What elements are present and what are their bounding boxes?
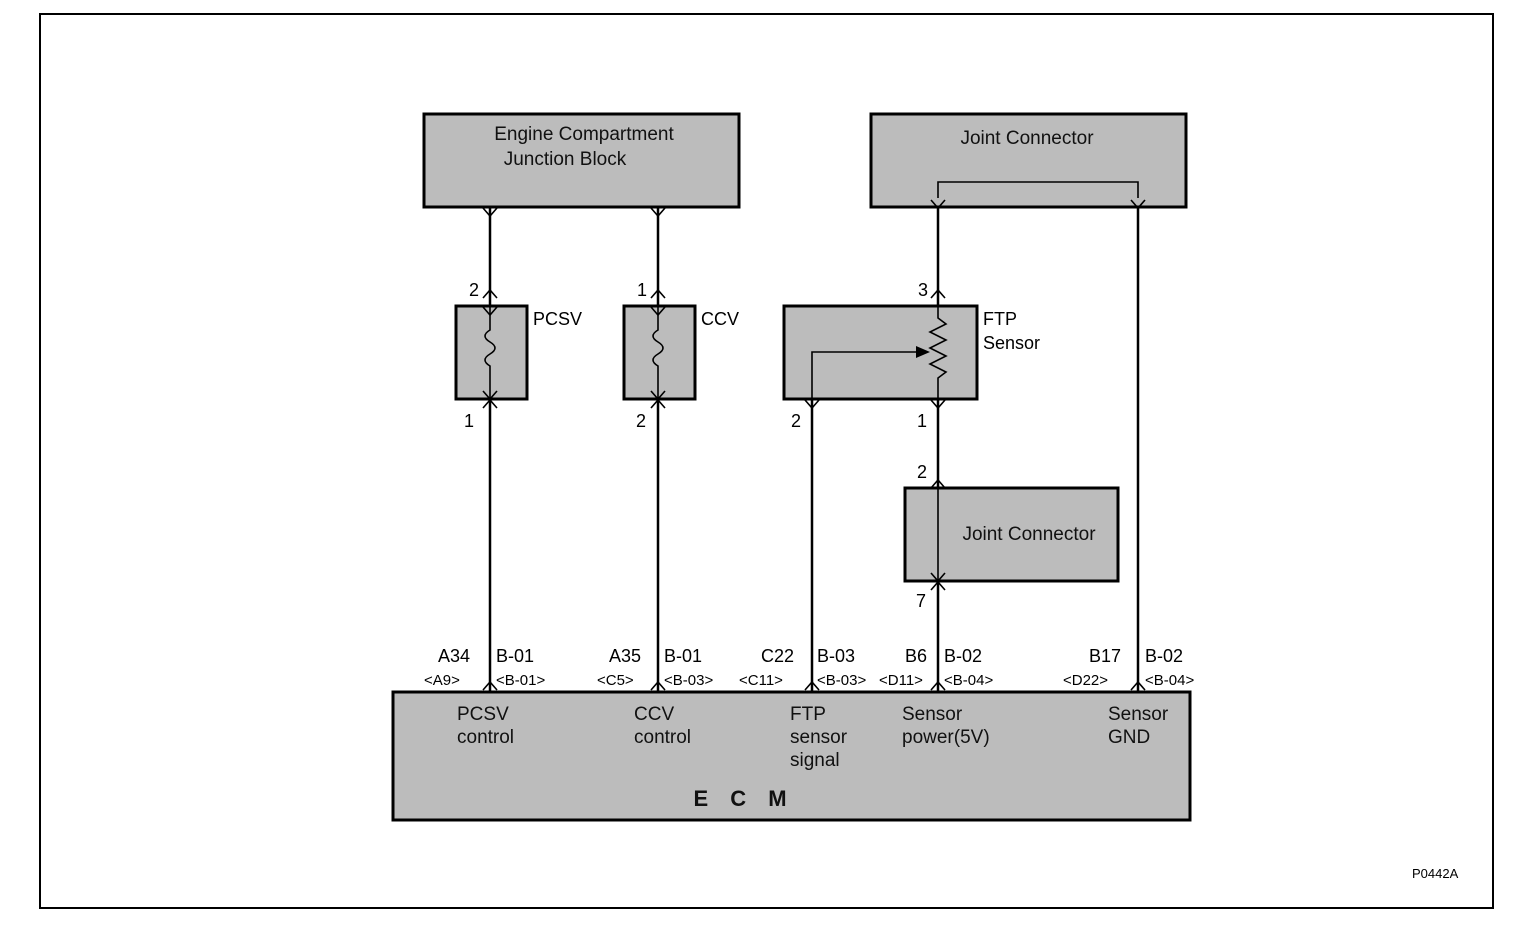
pcsv-coil-icon (484, 306, 496, 399)
terminal-alt-conn: <B-03> (664, 672, 713, 689)
terminal-conn: B-01 (664, 646, 702, 666)
ecm-label: E C M (693, 786, 794, 811)
terminal-alt-pin: <D11> (879, 672, 923, 689)
terminal-alt-conn: <B-03> (817, 672, 866, 689)
chevron-up-icon (930, 288, 946, 299)
chevron-down-icon (482, 207, 498, 218)
chevron-up-icon (482, 288, 498, 299)
chevron-down-icon (650, 306, 666, 317)
terminal-pin: C22 (761, 646, 794, 666)
junction-block-label-line2: Junction Block (504, 149, 627, 170)
terminal-alt-conn: <B-01> (496, 672, 545, 689)
terminal-pin: A34 (438, 646, 470, 666)
chevron-down-icon (1130, 199, 1146, 210)
terminal-alt-pin: <C5> (597, 672, 634, 689)
joint-mid-pin-top: 2 (917, 462, 927, 482)
ecm-terminal-pcsv: A34 <A9> B-01 <B-01> PCSV control (424, 646, 545, 748)
terminal-func-line2: power(5V) (902, 727, 990, 748)
ecm-box: E C M (391, 690, 1192, 822)
chevron-down-icon (930, 199, 946, 210)
ccv-box: CCV (622, 304, 739, 401)
pcsv-pin-top: 2 (469, 280, 479, 300)
terminal-conn: B-02 (944, 646, 982, 666)
terminal-func-line1: Sensor (1108, 704, 1169, 725)
terminal-func-line2: sensor (790, 727, 848, 748)
pcsv-box: PCSV (454, 304, 582, 401)
ccv-pin-bottom: 2 (636, 411, 646, 431)
pin-numbers: 2 1 1 2 3 1 2 2 7 (464, 280, 928, 611)
connector-markers (482, 199, 1146, 691)
terminal-func-line1: PCSV (457, 704, 509, 725)
ftp-sensor-wiper-line (811, 351, 918, 399)
chevron-up-icon (650, 680, 666, 691)
joint-connector-top: Joint Connector (869, 112, 1188, 209)
diagram-id: P0442A (1412, 866, 1459, 881)
terminal-conn: B-01 (496, 646, 534, 666)
chevron-up-icon (482, 398, 498, 409)
ftp-sensor-box: FTP Sensor (782, 304, 1040, 401)
diagram-frame (39, 13, 1494, 909)
wires (488, 207, 1140, 692)
ftp-pin-bottom: 1 (917, 411, 927, 431)
chevron-up-icon (482, 680, 498, 691)
terminal-alt-pin: <C11> (739, 672, 783, 689)
joint-connector-mid: Joint Connector (903, 486, 1120, 583)
ecm-terminal-sensor-power: B6 <D11> B-02 <B-04> Sensor power(5V) (879, 646, 993, 748)
joint-connector-top-label: Joint Connector (960, 128, 1094, 149)
terminal-conn: B-03 (817, 646, 855, 666)
ecm-terminal-ccv: A35 <C5> B-01 <B-03> CCV control (597, 646, 713, 748)
engine-compartment-junction-block: Engine Compartment Junction Block (422, 112, 741, 209)
terminal-alt-pin: <A9> (424, 672, 460, 689)
chevron-down-icon (482, 306, 498, 317)
ftp-sensor-resistor-icon (928, 306, 948, 399)
joint-mid-pin-bottom: 7 (916, 591, 926, 611)
terminal-pin: B17 (1089, 646, 1121, 666)
terminal-func-line2: control (457, 727, 514, 748)
junction-block-label-line1: Engine Compartment (494, 124, 674, 145)
ecm-terminal-sensor-gnd: B17 <D22> B-02 <B-04> Sensor GND (1063, 646, 1194, 748)
chevron-up-icon (1130, 680, 1146, 691)
terminal-alt-conn: <B-04> (1145, 672, 1194, 689)
ccv-coil-icon (652, 306, 664, 399)
ecm-terminal-ftp-signal: C22 <C11> B-03 <B-03> FTP sensor signal (739, 646, 866, 771)
chevron-up-icon (930, 478, 946, 489)
chevron-up-icon (804, 680, 820, 691)
chevron-up-icon (650, 288, 666, 299)
chevron-up-icon (930, 680, 946, 691)
ftp-sensor-wiper-arrow-icon (916, 346, 930, 358)
terminal-func-line2: control (634, 727, 691, 748)
terminal-func-line1: FTP (790, 704, 826, 725)
ftp-pin-top: 3 (918, 280, 928, 300)
chevron-down-icon (930, 399, 946, 410)
ftp-sensor-label-line1: FTP (983, 309, 1017, 329)
terminal-func-line2: GND (1108, 727, 1150, 748)
terminal-func-line1: Sensor (902, 704, 963, 725)
pcsv-label: PCSV (533, 309, 582, 329)
terminal-alt-pin: <D22> (1063, 672, 1108, 689)
joint-connector-mid-label: Joint Connector (962, 524, 1096, 545)
ftp-sensor-label-line2: Sensor (983, 333, 1040, 353)
chevron-up-icon (930, 580, 946, 591)
terminal-pin: A35 (609, 646, 641, 666)
terminal-alt-conn: <B-04> (944, 672, 993, 689)
chevron-down-icon (804, 399, 820, 410)
ccv-pin-top: 1 (637, 280, 647, 300)
pcsv-pin-bottom: 1 (464, 411, 474, 431)
joint-connector-top-bridge (937, 181, 1139, 198)
ccv-label: CCV (701, 309, 739, 329)
terminal-conn: B-02 (1145, 646, 1183, 666)
terminal-func-line1: CCV (634, 704, 674, 725)
ftp-pin-signal: 2 (791, 411, 801, 431)
terminal-func-line3: signal (790, 750, 840, 771)
terminal-pin: B6 (905, 646, 927, 666)
chevron-down-icon (650, 207, 666, 218)
chevron-up-icon (650, 398, 666, 409)
